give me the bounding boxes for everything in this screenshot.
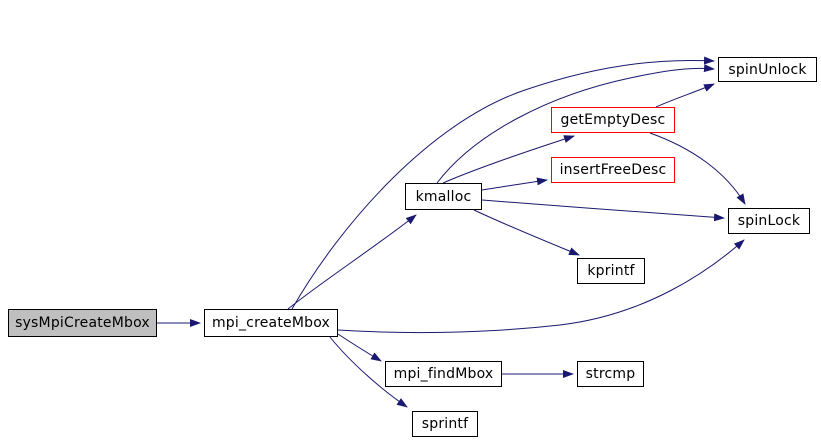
edge-mpi_createMbox-to-sprintf: [329, 336, 408, 408]
node-kmalloc[interactable]: kmalloc: [405, 183, 482, 210]
edge-mpi_createMbox-to-spinUnlock: [291, 56, 715, 310]
node-strcmp[interactable]: strcmp: [577, 361, 644, 387]
edge-getEmptyDesc-to-spinLock: [649, 132, 746, 205]
node-mpi_findMbox[interactable]: mpi_findMbox: [385, 361, 502, 387]
edge-getEmptyDesc-to-spinUnlock: [655, 83, 715, 108]
node-sprintf[interactable]: sprintf: [412, 411, 478, 437]
node-mpi_createMbox[interactable]: mpi_createMbox: [204, 309, 338, 337]
node-spinLock[interactable]: spinLock: [728, 208, 810, 234]
edge-mpi_createMbox-to-kmalloc: [287, 214, 417, 310]
node-insertFreeDesc[interactable]: insertFreeDesc: [551, 157, 675, 183]
edge-kmalloc-to-spinUnlock: [436, 64, 715, 184]
node-kprintf[interactable]: kprintf: [577, 258, 645, 284]
edge-kmalloc-to-spinLock: [481, 199, 725, 222]
edge-mpi_createMbox-to-mpi_findMbox: [337, 333, 382, 362]
node-spinUnlock[interactable]: spinUnlock: [718, 57, 817, 82]
edge-kmalloc-to-getEmptyDesc: [442, 135, 575, 184]
edge-kmalloc-to-insertFreeDesc: [481, 177, 548, 191]
edge-kmalloc-to-kprintf: [473, 209, 580, 256]
edges-group: [157, 56, 746, 408]
edge-mpi_createMbox-to-spinLock: [337, 239, 745, 334]
node-sysMpiCreateMbox: sysMpiCreateMbox: [8, 309, 157, 337]
node-getEmptyDesc[interactable]: getEmptyDesc: [551, 107, 675, 133]
